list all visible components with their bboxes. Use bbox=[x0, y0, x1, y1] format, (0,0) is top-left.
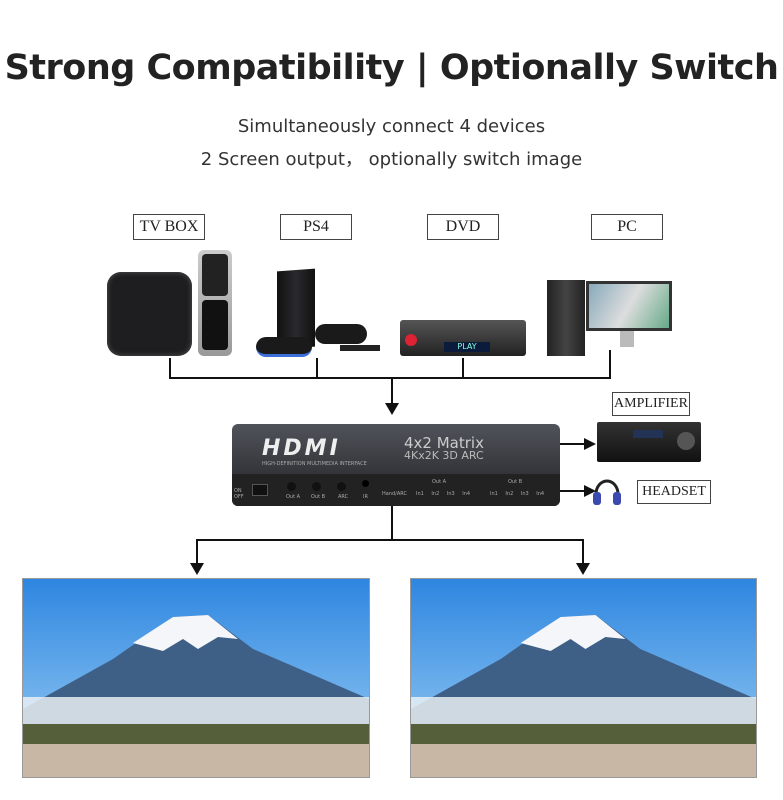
headset-icon bbox=[593, 479, 621, 505]
controller-image bbox=[256, 337, 312, 357]
out-b-button[interactable] bbox=[312, 482, 321, 491]
out-a-button[interactable] bbox=[287, 482, 296, 491]
label-dvd: DVD bbox=[427, 214, 499, 240]
screen-output-a bbox=[22, 578, 370, 778]
label-headset: HEADSET bbox=[637, 480, 711, 504]
in1-label: In1 bbox=[416, 491, 424, 497]
model-line-1: 4x2 Matrix bbox=[404, 434, 484, 452]
arrow-right-icon bbox=[584, 438, 596, 450]
pc-tower-image bbox=[547, 280, 585, 356]
out-a-label: Out A bbox=[286, 494, 301, 500]
dvd-player-image: PLAY bbox=[400, 320, 526, 356]
label-pc: PC bbox=[591, 214, 663, 240]
amplifier-image bbox=[597, 422, 701, 462]
tv-box-image bbox=[107, 272, 192, 356]
monitor-stand bbox=[620, 331, 634, 347]
subtitle-line-2: 2 Screen output， optionally switch image bbox=[200, 149, 583, 170]
in2-label: In2 bbox=[431, 491, 440, 497]
group-a-label: Out A bbox=[432, 479, 447, 485]
arc-button[interactable] bbox=[337, 482, 346, 491]
controller-image bbox=[315, 324, 367, 344]
screen-output-b bbox=[410, 578, 757, 778]
arc-label: ARC bbox=[338, 494, 349, 500]
arrow-down-icon bbox=[190, 563, 204, 575]
arrow-down-icon bbox=[576, 563, 590, 575]
hand-arc-label: Hand/ARC bbox=[382, 491, 407, 497]
brand-logo: HDMI bbox=[262, 436, 341, 461]
subtitle-line-1: Simultaneously connect 4 devices bbox=[237, 116, 546, 137]
in4-label: In4 bbox=[462, 491, 471, 497]
hdmi-matrix-device: HDMI HIGH-DEFINITION MULTIMEDIA INTERFAC… bbox=[232, 424, 560, 506]
label-ps4: PS4 bbox=[280, 214, 352, 240]
group-b-label: Out B bbox=[508, 479, 523, 485]
in1-label: In1 bbox=[490, 491, 498, 497]
in3-label: In3 bbox=[446, 491, 455, 497]
label-tv-box: TV BOX bbox=[133, 214, 205, 240]
brand-sub: HIGH-DEFINITION MULTIMEDIA INTERFACE bbox=[262, 461, 367, 467]
remote-image bbox=[198, 250, 232, 356]
in3-label: In3 bbox=[520, 491, 529, 497]
ir-sensor bbox=[362, 480, 369, 487]
out-b-label: Out B bbox=[311, 494, 326, 500]
camera-image bbox=[340, 345, 380, 351]
power-label: ON OFF bbox=[234, 488, 244, 500]
power-switch[interactable] bbox=[252, 484, 268, 496]
ir-label: IR bbox=[363, 494, 368, 500]
in2-label: In2 bbox=[505, 491, 514, 497]
monitor-image bbox=[586, 281, 672, 331]
arrow-down-icon bbox=[385, 403, 399, 415]
label-amplifier: AMPLIFIER bbox=[612, 392, 690, 416]
in4-label: In4 bbox=[536, 491, 545, 497]
arrow-right-icon bbox=[584, 485, 596, 497]
page-title: Strong Compatibility | Optionally Switch bbox=[4, 48, 779, 88]
model-line-2: 4Kx2K 3D ARC bbox=[404, 449, 484, 462]
dvd-display: PLAY bbox=[444, 342, 490, 352]
